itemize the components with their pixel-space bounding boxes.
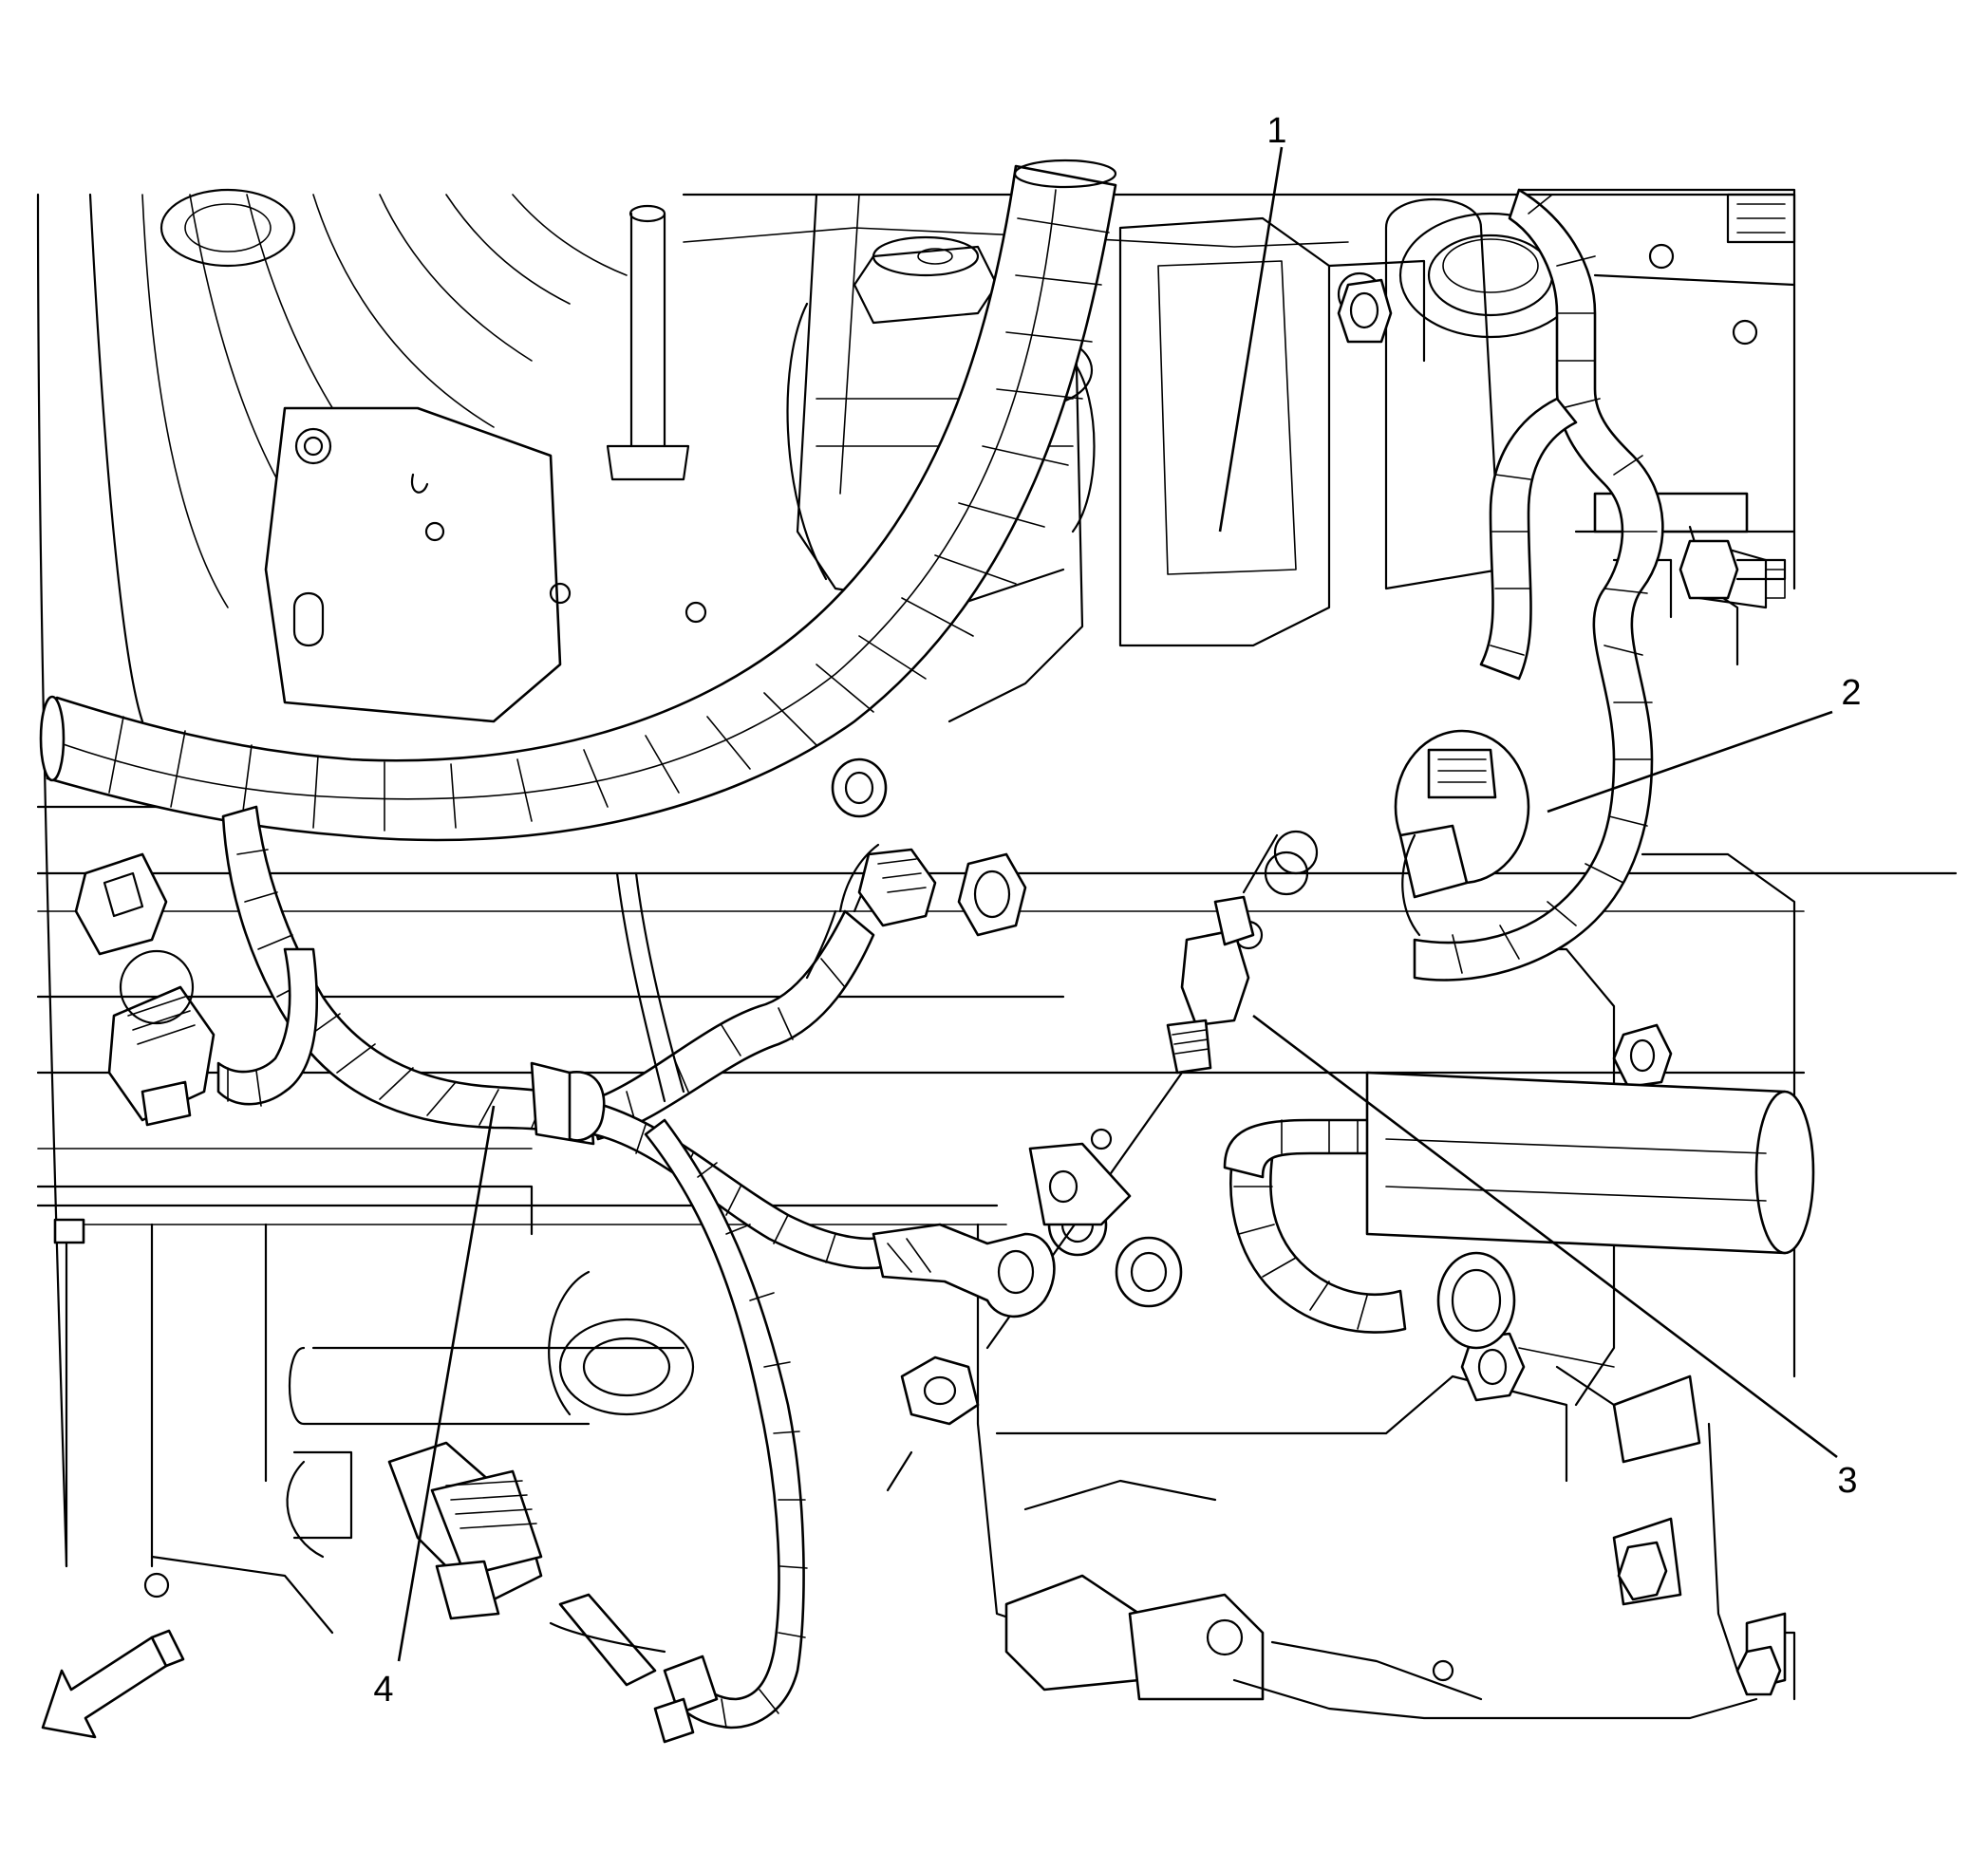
harness-connectors [74,729,1530,1744]
bolt-icon [1436,1251,1516,1350]
wiring-harness-branches [216,188,1664,1729]
bottom-electrical-connector [387,1441,719,1744]
leader-line-2 [1547,710,1833,813]
bolt-icon [1115,1236,1183,1308]
ground-stud-assembly [872,833,1279,1492]
bolt-icon [1617,1541,1668,1601]
fasteners [831,278,1787,1696]
callout-4: 4 [373,1670,393,1710]
leader-line-3 [1252,1014,1838,1459]
wiring-harness-main [39,159,1117,842]
coolant-pipe [1365,1071,1815,1255]
bolt-icon [1337,278,1393,344]
callout-3: 3 [1837,1461,1857,1501]
left-electrical-connector [107,949,216,1127]
bolt-icon [1612,1023,1673,1089]
bolt-icon [831,757,888,818]
callout-2: 2 [1841,673,1861,713]
callout-labels: 1 2 3 4 [373,111,1861,1710]
front-direction-arrow-icon [41,1629,185,1739]
upper-left-electrical-connector [74,852,168,956]
right-sensor-connector [1394,729,1530,937]
leader-line-1 [1218,146,1284,533]
bolt-icon [957,852,1027,937]
bolt-icon [1735,1645,1782,1696]
callout-leaders [397,146,1838,1662]
bolt-icon [1460,1332,1526,1402]
leader-line-4 [397,1105,496,1662]
bolt-icon [1679,539,1787,600]
callout-1: 1 [1266,111,1286,151]
center-electrical-connector [857,848,937,927]
